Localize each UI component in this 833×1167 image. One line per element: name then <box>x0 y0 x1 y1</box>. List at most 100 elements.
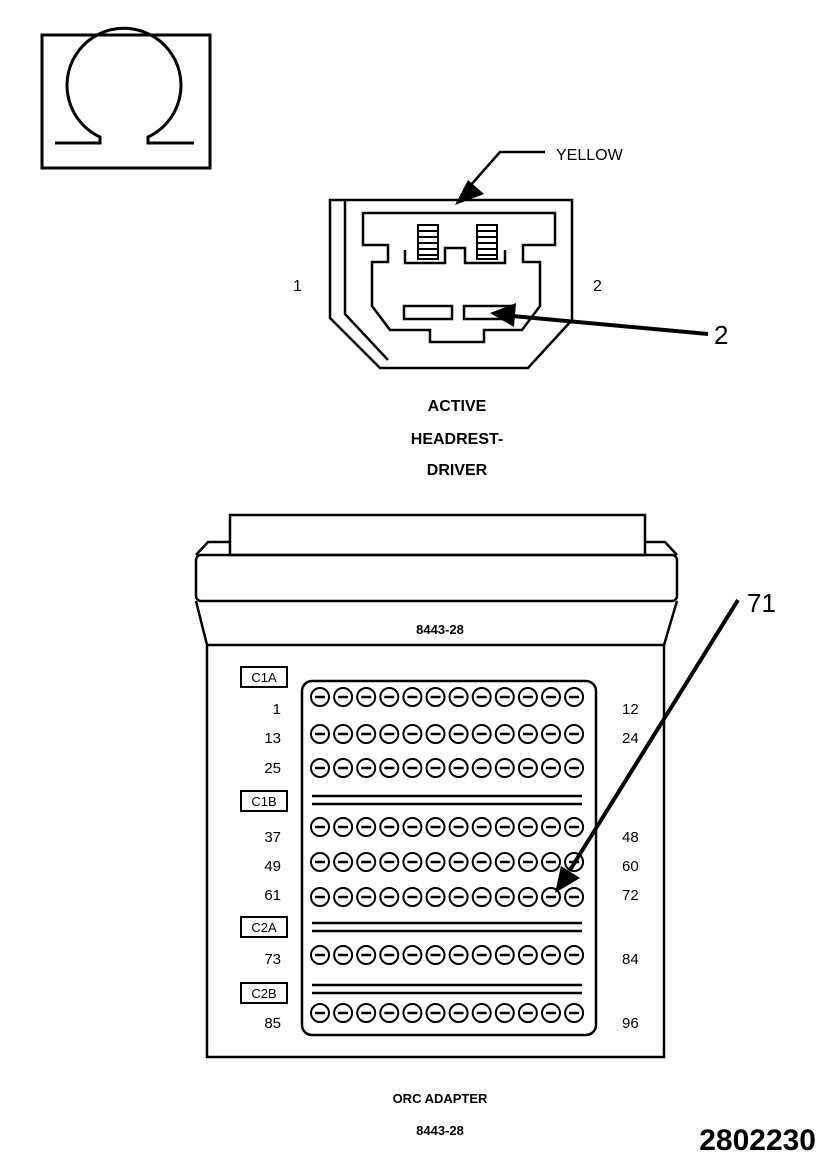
pin-cavity <box>425 817 446 837</box>
pin-cavity <box>379 887 400 907</box>
figure-number: 2802230 <box>699 1124 816 1157</box>
pin-cavity <box>310 1003 330 1023</box>
pin-cavity <box>448 945 469 965</box>
pin-cavity <box>425 758 446 778</box>
pin-cavity <box>471 1003 492 1023</box>
row-end-pin: 60 <box>622 858 639 875</box>
pin-cavity <box>494 852 515 872</box>
pin-cavity <box>379 758 400 778</box>
pin-cavity <box>310 687 330 707</box>
pin-cavity <box>448 852 469 872</box>
pin-cavity <box>425 724 446 744</box>
pin-cavity <box>402 724 423 744</box>
pin-cavity <box>379 1003 400 1023</box>
row-end-pin: 72 <box>622 887 639 904</box>
pin-cavity <box>517 724 538 744</box>
connector-title-line-3: DRIVER <box>427 462 488 479</box>
pin-cavity <box>379 852 400 872</box>
section-c2b-label: C2B <box>251 986 276 1001</box>
ohm-icon <box>55 26 194 145</box>
row-start-pin: 37 <box>264 829 281 846</box>
section-c1a-label: C1A <box>251 670 277 685</box>
pin-cavity <box>541 817 561 837</box>
pin-cavity <box>494 887 515 907</box>
pin-cavity <box>471 758 492 778</box>
pin-cavity <box>517 1003 538 1023</box>
pin-cavity <box>471 817 492 837</box>
pin-cavity <box>402 1003 423 1023</box>
section-c1a-box <box>240 666 288 688</box>
pin-cavity <box>333 687 354 707</box>
pin-cavity <box>471 852 492 872</box>
terminal-clip-left <box>417 224 439 260</box>
pin-cavity <box>310 887 330 907</box>
pin-cavity <box>494 724 515 744</box>
row-end-pin: 24 <box>622 730 639 747</box>
callout-71-label: 71 <box>747 588 776 618</box>
row-start-pin: 73 <box>264 951 281 968</box>
section-c2a-box <box>240 916 288 938</box>
pin-cavity <box>564 687 585 707</box>
pin-cavity <box>310 817 330 837</box>
row-start-pin: 1 <box>273 701 281 718</box>
pin-cavity <box>402 758 423 778</box>
section-c1b-box <box>240 790 288 812</box>
section-c2b-box <box>240 982 288 1004</box>
pin-cavity <box>448 817 469 837</box>
pin-cavity <box>333 852 354 872</box>
pin-cavity <box>564 1003 585 1023</box>
row-end-pin: 84 <box>622 951 639 968</box>
ohm-symbol-box <box>40 26 212 170</box>
pin-cavity <box>333 758 354 778</box>
adapter-part-number: 8443-28 <box>416 622 464 637</box>
row-start-pin: 85 <box>264 1015 281 1032</box>
pin-cavity <box>541 1003 561 1023</box>
pin-cavity <box>333 1003 354 1023</box>
callout-2-label: 2 <box>714 320 728 350</box>
pin-cavity <box>425 887 446 907</box>
pin-cavity <box>541 687 561 707</box>
pin-cavity <box>494 758 515 778</box>
pin-cavity <box>310 724 330 744</box>
section-c1b-label: C1B <box>251 794 276 809</box>
pin-cavity <box>541 758 561 778</box>
pin-cavity <box>333 945 354 965</box>
row-start-pin: 49 <box>264 858 281 875</box>
pin-cavity <box>448 724 469 744</box>
pin-cavity <box>425 945 446 965</box>
pin-cavity <box>310 758 330 778</box>
pin-cavity <box>310 852 330 872</box>
pin-cavity <box>517 687 538 707</box>
row-start-pin: 61 <box>264 887 281 904</box>
pin-cavity <box>517 887 538 907</box>
pin-cavity <box>448 1003 469 1023</box>
section-separators <box>312 794 582 995</box>
pin-cavity <box>494 687 515 707</box>
pin-cavity <box>448 687 469 707</box>
pin-cavity <box>356 817 377 837</box>
row-end-pin: 96 <box>622 1015 639 1032</box>
pin-cavity <box>471 945 492 965</box>
pin-cavity <box>425 687 446 707</box>
yellow-leader <box>455 150 545 205</box>
pin-cavity <box>541 852 561 872</box>
pin-cavity <box>379 724 400 744</box>
row-end-pin: 12 <box>622 701 639 718</box>
pin-cavity <box>517 852 538 872</box>
section-c2a-label: C2A <box>251 920 277 935</box>
pin-cavity <box>333 887 354 907</box>
pin-cavity <box>356 945 377 965</box>
terminal-clip-right <box>476 224 498 260</box>
pin-cavity <box>356 687 377 707</box>
pin-cavity <box>425 1003 446 1023</box>
callout-71-arrow <box>555 598 740 893</box>
pin-cavity <box>333 817 354 837</box>
adapter-caption-part: 8443-28 <box>416 1123 464 1138</box>
pin-cavity <box>564 758 585 778</box>
pin-cavity <box>356 887 377 907</box>
pin-cavity <box>402 852 423 872</box>
pin-cavity <box>564 945 585 965</box>
pin-1-label: 1 <box>293 278 302 295</box>
pin-cavity <box>333 724 354 744</box>
pin-cavity <box>564 724 585 744</box>
